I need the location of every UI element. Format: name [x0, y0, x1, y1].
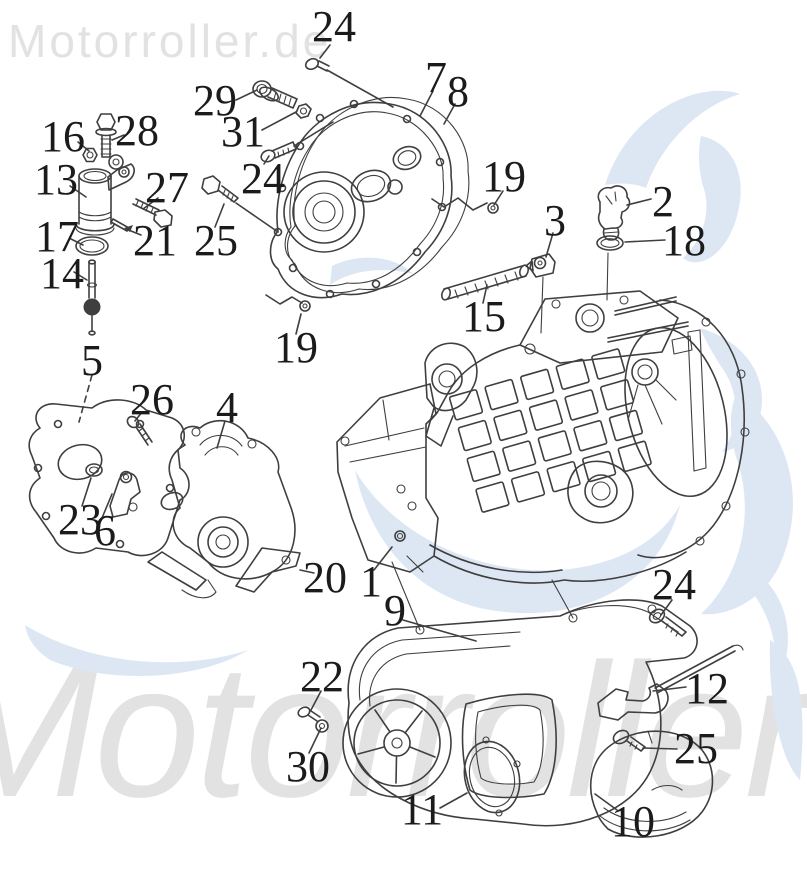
part-label-2: 2: [652, 177, 674, 226]
part-label-6: 6: [94, 506, 116, 555]
part-label-19: 19: [482, 152, 526, 201]
belt-cover-part9: [342, 561, 698, 827]
part-label-24: 24: [241, 154, 285, 203]
part-label-14: 14: [40, 249, 84, 298]
part-label-21: 21: [133, 216, 177, 265]
bracket-part12: [597, 644, 744, 721]
clip-part19-lower: [265, 294, 311, 312]
washer-part31: [295, 103, 312, 119]
watermark-top-text: Motorroller.de: [8, 15, 332, 67]
part-label-25: 25: [674, 724, 718, 773]
leader-lines: [69, 44, 687, 811]
bolt-part22: [297, 706, 321, 722]
part-label-7: 7: [425, 53, 447, 102]
round-cover-part11: [463, 736, 521, 817]
part-label-18: 18: [662, 216, 706, 265]
bolt-part28: [95, 113, 117, 158]
oil-dipstick-part2: [597, 185, 631, 301]
part-label-23: 23: [58, 495, 102, 544]
part-label-12: 12: [685, 664, 729, 713]
part-label-22: 22: [300, 652, 344, 701]
separator-part6: [109, 470, 141, 518]
part-label-16: 16: [41, 112, 85, 161]
pin-part21: [110, 218, 130, 232]
part-label-26: 26: [130, 375, 174, 424]
bolt-part24-top: [304, 57, 330, 72]
crankcase-part1: [336, 290, 750, 584]
part-label-8: 8: [447, 67, 469, 116]
part-label-19: 19: [274, 323, 318, 372]
wing-logo-watermark: [25, 90, 803, 780]
crankcase-cover-part8: [269, 99, 453, 299]
air-scoop-part10: [590, 730, 714, 838]
part-label-9: 9: [384, 586, 406, 635]
part-label-10: 10: [611, 797, 655, 846]
clip-part19-upper: [431, 197, 499, 214]
gear-cover-part4: [147, 420, 296, 599]
part-label-1: 1: [360, 557, 382, 606]
part-label-31: 31: [221, 107, 265, 156]
part-label-13: 13: [34, 155, 78, 204]
part-label-29: 29: [193, 76, 237, 125]
part-label-4: 4: [216, 383, 238, 432]
bolt-part29: [252, 80, 298, 109]
bolt-part24-mid: [260, 141, 297, 163]
oring-part17: [75, 236, 109, 256]
part-label-15: 15: [462, 292, 506, 341]
part-label-25: 25: [194, 216, 238, 265]
oring-part23: [85, 463, 103, 477]
nut-part30: [315, 719, 329, 733]
bolt-part25-bottom: [612, 729, 646, 752]
part-label-11: 11: [400, 785, 444, 834]
part-label-17: 17: [35, 212, 79, 261]
bolt-part27: [132, 198, 173, 228]
gasket-part20: [235, 547, 301, 593]
shaft-part14: [83, 259, 101, 336]
rib-grid: [448, 348, 652, 513]
oring-part18: [596, 235, 624, 251]
part-label-20: 20: [303, 553, 347, 602]
part-label-27: 27: [145, 163, 189, 212]
bolt-part25-top: [201, 175, 239, 203]
part-label-30: 30: [286, 742, 330, 791]
part-label-24: 24: [312, 2, 356, 51]
part-label-28: 28: [115, 106, 159, 155]
oil-pump-part13: [75, 154, 135, 236]
part-label-24: 24: [652, 560, 696, 609]
cover-gasket-part7: [286, 97, 470, 294]
part-label-5: 5: [81, 336, 103, 385]
part-label-3: 3: [544, 196, 566, 245]
